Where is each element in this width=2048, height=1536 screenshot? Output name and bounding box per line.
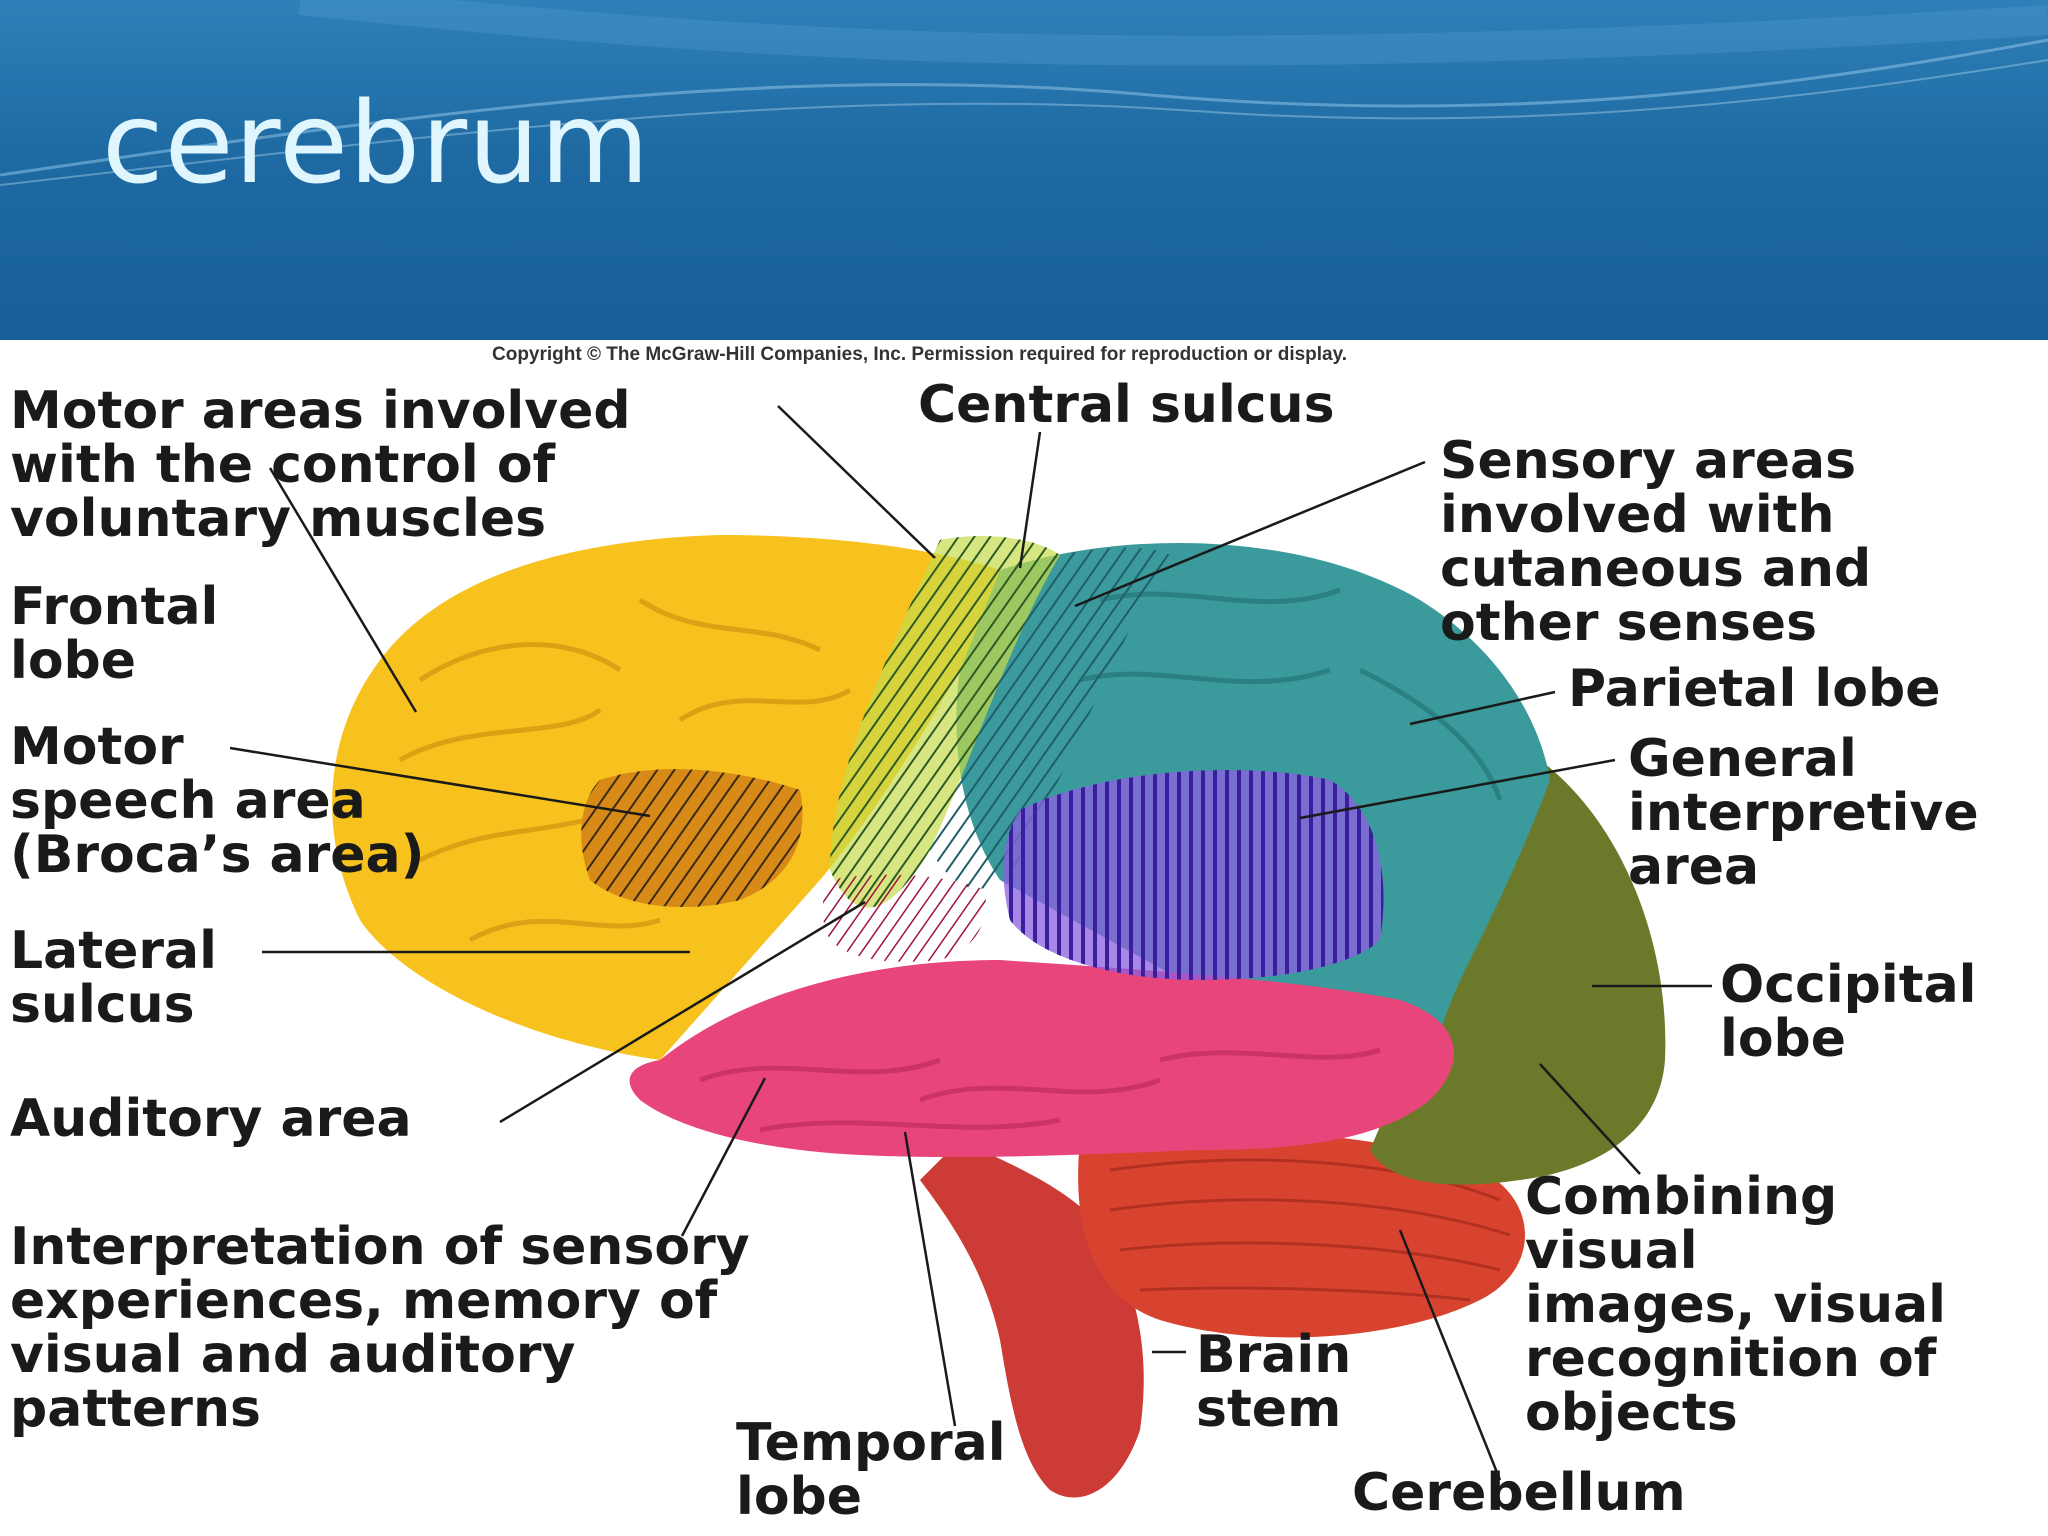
cerebellum-region [1078, 1130, 1525, 1338]
brain-diagram: Copyright © The McGraw-Hill Companies, I… [0, 340, 2048, 1536]
label-motor-speech-area: Motor speech area (Broca’s area) [10, 720, 424, 882]
label-line: experiences, memory of [10, 1271, 718, 1331]
label-sensory-areas: Sensory areas involved with cutaneous an… [1440, 434, 1871, 650]
copyright-notice: Copyright © The McGraw-Hill Companies, I… [492, 344, 1348, 365]
label-line: patterns [10, 1379, 261, 1439]
label-line: recognition of [1525, 1329, 1937, 1389]
label-line: interpretive [1628, 783, 1979, 843]
header-wave-decoration [0, 0, 2048, 186]
label-line: Motor areas involved [10, 381, 631, 441]
label-line: other senses [1440, 593, 1818, 653]
label-line: Occipital [1720, 955, 1977, 1015]
label-frontal-lobe: Frontal lobe [10, 580, 218, 688]
label-line: Combining [1525, 1167, 1838, 1227]
label-line: lobe [10, 631, 137, 691]
label-line: Motor [10, 717, 184, 777]
sensory-area-hatch [930, 547, 1170, 889]
label-line: (Broca’s area) [10, 825, 425, 885]
label-general-interpretive-area: General interpretive area [1628, 732, 1979, 894]
label-line: Temporal [736, 1413, 1006, 1473]
label-occipital-lobe: Occipital lobe [1720, 958, 1977, 1066]
label-brain-stem: Brain stem [1196, 1328, 1351, 1436]
slide-header: cerebrum [0, 0, 2048, 340]
label-line: Lateral [10, 921, 217, 981]
label-lateral-sulcus: Lateral sulcus [10, 924, 217, 1032]
label-line: lobe [736, 1467, 863, 1527]
slide-title: cerebrum [102, 79, 651, 209]
leader-lines [229, 405, 1712, 1481]
label-line: visual [1525, 1221, 1698, 1281]
label-line: objects [1525, 1383, 1738, 1443]
label-central-sulcus: Central sulcus [918, 378, 1335, 432]
label-line: Frontal [10, 577, 219, 637]
label-cerebellum: Cerebellum [1352, 1466, 1686, 1520]
label-line: with the control of [10, 435, 556, 495]
label-combining-visual: Combining visual images, visual recognit… [1525, 1170, 1946, 1440]
label-motor-areas: Motor areas involved with the control of… [10, 384, 631, 546]
label-line: sulcus [10, 975, 195, 1035]
label-line: Interpretation of sensory [10, 1217, 750, 1277]
label-line: speech area [10, 771, 366, 831]
label-line: stem [1196, 1379, 1342, 1439]
label-parietal-lobe: Parietal lobe [1568, 662, 1940, 716]
label-line: Auditory area [10, 1089, 412, 1149]
label-line: Parietal lobe [1568, 659, 1941, 719]
temporal-lobe-region [629, 960, 1454, 1158]
label-line: General [1628, 729, 1857, 789]
label-line: lobe [1720, 1009, 1847, 1069]
label-line: visual and auditory [10, 1325, 576, 1385]
label-line: Sensory areas [1440, 431, 1857, 491]
auditory-area-hatch [822, 874, 986, 962]
label-temporal-lobe: Temporal lobe [736, 1416, 1006, 1524]
label-line: images, visual [1525, 1275, 1947, 1335]
label-line: Central sulcus [918, 375, 1335, 435]
label-line: voluntary muscles [10, 489, 547, 549]
label-line: area [1628, 837, 1760, 897]
label-line: Brain [1196, 1325, 1352, 1385]
label-interpretation-sensory: Interpretation of sensory experiences, m… [10, 1220, 750, 1436]
label-line: cutaneous and [1440, 539, 1872, 599]
label-line: Cerebellum [1352, 1463, 1686, 1523]
label-line: involved with [1440, 485, 1835, 545]
label-auditory-area: Auditory area [10, 1092, 412, 1146]
brain-illustration [229, 405, 1712, 1498]
